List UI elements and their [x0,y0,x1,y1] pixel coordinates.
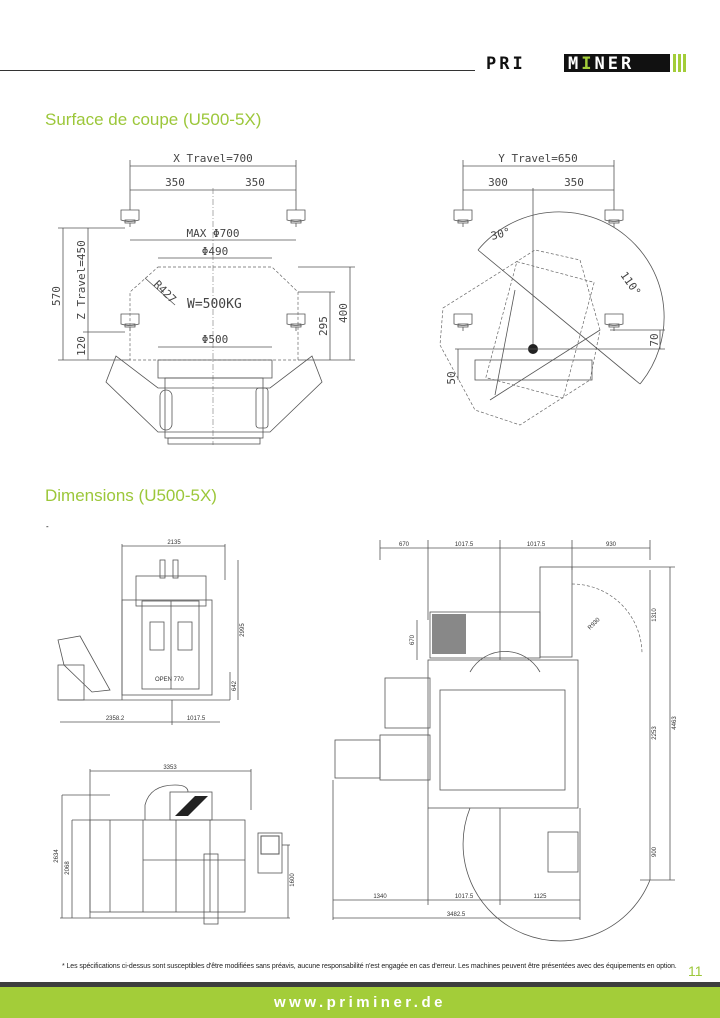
diameter-500: Φ500 [202,333,229,346]
y-travel-label: Y Travel=650 [498,152,577,165]
machine-plan-view: 670 1017.5 1017.5 930 R930 670 1310 2253… [332,540,678,942]
max-diameter: MAX Φ700 [187,227,240,240]
footer-bar: www.priminer.de [0,987,720,1018]
header-rule [0,70,475,71]
height-120: 120 [75,336,88,356]
section-title-cutting-surface: Surface de coupe (U500-5X) [45,110,262,129]
height-295: 295 [317,316,330,336]
height-50: 50 [445,371,458,384]
open-label: OPEN 770 [155,677,184,683]
plan-h2253: 2253 [652,726,658,740]
plan-radius: R930 [587,617,602,632]
x-travel-label: X Travel=700 [173,152,252,165]
height-400: 400 [337,303,350,323]
radius-label: R427 [151,278,179,306]
plan-bottom-0: 1340 [373,894,387,900]
side-h2634: 2634 [54,849,60,863]
weight-label: W=500KG [187,297,242,312]
machine-front-view: 2135 OPEN 770 2995 642 2358.2 1017.5 [57,540,246,725]
side-h1600: 1600 [290,873,296,887]
front-h642: 642 [232,680,238,691]
y-left: 300 [488,176,508,189]
plan-h1310: 1310 [652,608,658,622]
dash-mark: - [46,522,49,531]
y-right: 350 [564,176,584,189]
angle-110: 110° [618,269,644,298]
x-half-left: 350 [165,176,185,189]
x-half-right: 350 [245,176,265,189]
plan-bottom-1: 1017.5 [455,894,474,900]
front-right: 1017.5 [187,716,206,722]
plan-top-1: 1017.5 [455,542,474,548]
z-travel-label: Z Travel=450 [75,240,88,319]
angle-30: 30° [489,225,512,243]
plan-top-2: 1017.5 [527,542,546,548]
plan-h4463: 4463 [672,716,678,730]
plan-total: 3482.5 [447,912,466,918]
machine-side-view: 3353 2634 2068 1600 [54,765,296,925]
svg-text:MINER: MINER [568,54,634,72]
cutting-surface-front-view: X Travel=700 350 350 MAX Φ700 Φ490 R427 … [50,152,355,445]
plan-bottom-2: 1125 [534,894,548,900]
disclaimer-note: * Les spécifications ci-dessus sont susc… [62,961,677,970]
height-570: 570 [50,286,63,306]
front-height: 2995 [240,623,246,637]
diameter-490: Φ490 [202,245,229,258]
front-width: 2135 [167,540,181,546]
side-h2068: 2068 [65,861,71,875]
priminer-logo: PRI MINER [486,54,686,72]
plan-h670: 670 [410,634,416,645]
cutting-surface-side-view: Y Travel=650 300 350 30° 110° 70 50 [439,152,665,426]
page-number: 11 [688,963,703,979]
plan-top-0: 670 [399,542,410,548]
section-title-dimensions: Dimensions (U500-5X) [45,486,217,505]
plan-top-3: 930 [606,542,617,548]
plan-h900: 900 [652,846,658,857]
svg-text:PRI: PRI [486,54,526,72]
height-70: 70 [648,333,661,346]
footer-dark-bar [0,982,720,987]
front-left: 2358.2 [106,716,125,722]
website-link[interactable]: www.priminer.de [274,994,446,1011]
side-width: 3353 [163,765,177,771]
